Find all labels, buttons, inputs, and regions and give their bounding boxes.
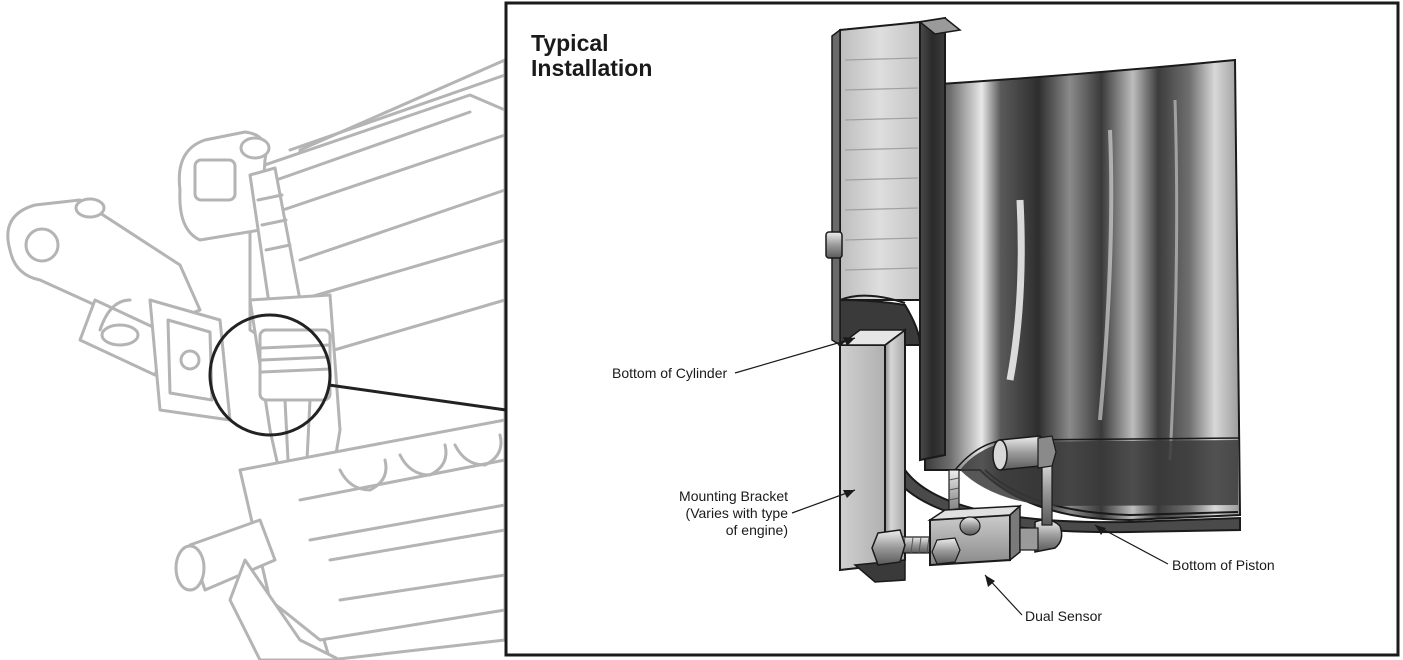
- diagram-title: Typical Installation: [531, 31, 751, 81]
- title-line-1: Typical: [531, 30, 609, 56]
- label-mounting-bracket-line-3: of engine): [725, 522, 788, 538]
- leader-arrowheads: [843, 337, 1106, 587]
- label-mounting-bracket-line-1: Mounting Bracket: [679, 488, 788, 504]
- label-mounting-bracket: Mounting Bracket (Varies with type of en…: [612, 488, 788, 539]
- label-bottom-of-piston: Bottom of Piston: [1172, 557, 1275, 573]
- title-line-2: Installation: [531, 55, 653, 81]
- zoom-callout: [208, 313, 507, 437]
- label-dual-sensor: Dual Sensor: [1025, 608, 1103, 624]
- mounting-bracket: [837, 328, 908, 583]
- dual-sensor: [871, 435, 1063, 567]
- engine-illustration: [6, 58, 506, 660]
- label-bottom-of-cylinder: Bottom of Cylinder: [612, 365, 728, 381]
- piston: [893, 58, 1242, 534]
- label-mounting-bracket-line-2: (Varies with type: [685, 505, 788, 521]
